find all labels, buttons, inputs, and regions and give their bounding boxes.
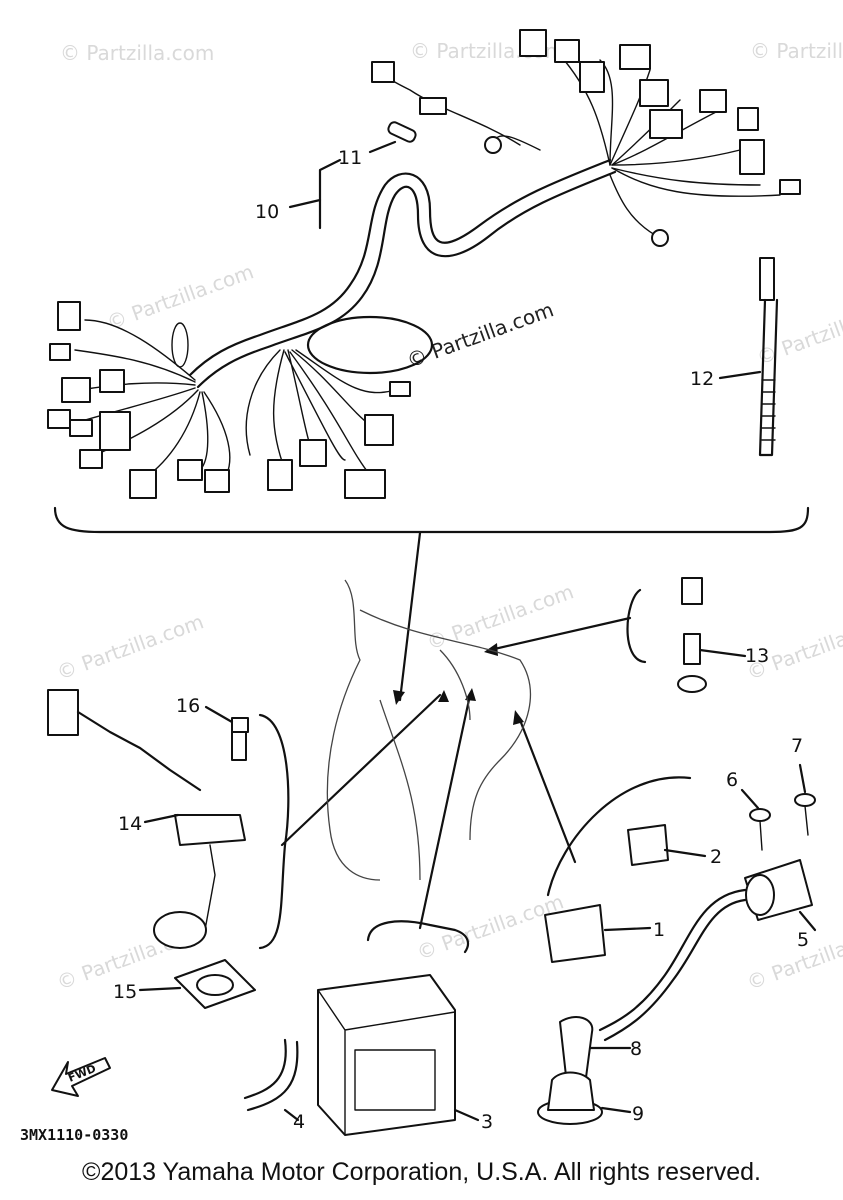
copyright-notice: ©2013 Yamaha Motor Corporation, U.S.A. A… <box>82 1158 761 1186</box>
callouts: 1 2 3 4 5 6 7 8 9 10 11 12 13 14 15 16 <box>113 147 809 1133</box>
ignition-coil <box>598 859 817 1042</box>
callout-7: 7 <box>791 735 803 757</box>
callout-12: 12 <box>690 368 714 390</box>
pointer-arrows <box>280 531 632 930</box>
callout-13: 13 <box>745 645 769 667</box>
plug-cover <box>537 1071 632 1125</box>
callout-8: 8 <box>630 1038 642 1060</box>
callout-2: 2 <box>710 846 722 868</box>
callout-3: 3 <box>481 1111 493 1133</box>
callout-1: 1 <box>653 919 665 941</box>
callout-15: 15 <box>113 981 137 1003</box>
callout-16: 16 <box>176 695 200 717</box>
cable-tie <box>758 257 779 457</box>
diagram-code: 3MX1110-0330 <box>20 1126 128 1144</box>
callout-14: 14 <box>118 813 142 835</box>
battery <box>317 974 480 1136</box>
watermark: © Partzilla.com <box>754 294 843 369</box>
harness-bracket <box>53 506 810 534</box>
callout-9: 9 <box>632 1103 644 1125</box>
relay <box>627 824 707 866</box>
battery-bracket <box>366 920 470 954</box>
gasket <box>174 959 256 1009</box>
wire-harness <box>47 29 801 499</box>
bolt <box>231 717 249 733</box>
watermark: © Partzilla.com <box>424 579 577 654</box>
callout-5: 5 <box>797 929 809 951</box>
relay-bracket <box>546 776 692 897</box>
vent-tube <box>243 1038 300 1122</box>
ignition-switch <box>626 577 747 693</box>
forward-arrow: FWD <box>51 1057 111 1097</box>
watermark: © Partzilla.com <box>744 919 843 994</box>
screws <box>740 763 816 851</box>
watermark: © Partzilla.com <box>60 41 214 65</box>
fuel-sender <box>47 689 290 950</box>
leader-lines <box>138 140 762 992</box>
starter-relay <box>544 904 652 963</box>
callout-6: 6 <box>726 769 738 791</box>
callout-10: 10 <box>255 201 279 223</box>
frame-outline <box>326 579 532 881</box>
watermark-dark: © Partzilla.com <box>404 297 557 372</box>
callout-4: 4 <box>293 1111 305 1133</box>
callout-11: 11 <box>338 147 362 169</box>
watermark: © Partzilla.com <box>54 609 207 684</box>
watermark: © Partzilla.com <box>750 39 843 63</box>
watermarks: © Partzilla.com © Partzilla.com © Partzi… <box>54 39 843 995</box>
